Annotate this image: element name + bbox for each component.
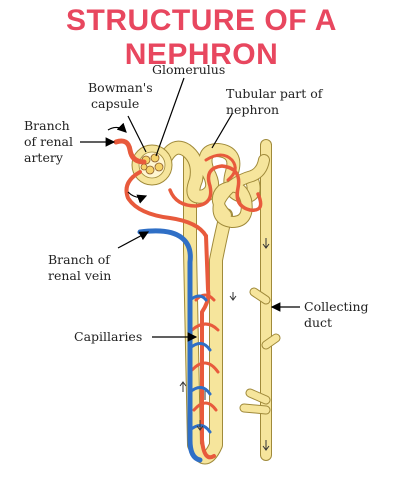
label-capillaries: Capillaries	[74, 329, 142, 344]
label-collecting-duct-line1: Collecting	[304, 299, 369, 314]
label-bowmans-capsule-line2: capsule	[91, 96, 139, 111]
leader-lines	[80, 77, 300, 342]
label-renal-artery-line3: artery	[24, 150, 64, 165]
label-tubular-part-line2: nephron	[226, 102, 279, 117]
label-renal-vein-line1: Branch of	[48, 252, 111, 267]
label-glomerulus: Glomerulus	[152, 62, 225, 77]
collecting-duct	[239, 139, 281, 461]
bowmans-capsule	[131, 144, 173, 186]
label-renal-artery-line1: Branch	[24, 118, 70, 133]
label-collecting-duct-line2: duct	[304, 315, 332, 330]
flow-arrow	[196, 420, 204, 431]
glomerulus	[140, 153, 164, 175]
label-renal-artery-line2: of renal	[24, 134, 73, 149]
label-bowmans-capsule-line1: Bowman's	[88, 80, 153, 95]
renal-artery-vessels	[113, 138, 263, 460]
page-title: STRUCTURE OF A NEPHRON	[66, 4, 337, 71]
label-renal-vein-line2: renal vein	[48, 268, 111, 283]
convoluted-tubule	[153, 140, 270, 228]
flow-arrow	[179, 381, 187, 392]
label-tubular-part-line1: Tubular part of	[226, 86, 324, 101]
renal-vein-vessels	[137, 228, 212, 463]
loop-of-henle	[183, 151, 237, 465]
